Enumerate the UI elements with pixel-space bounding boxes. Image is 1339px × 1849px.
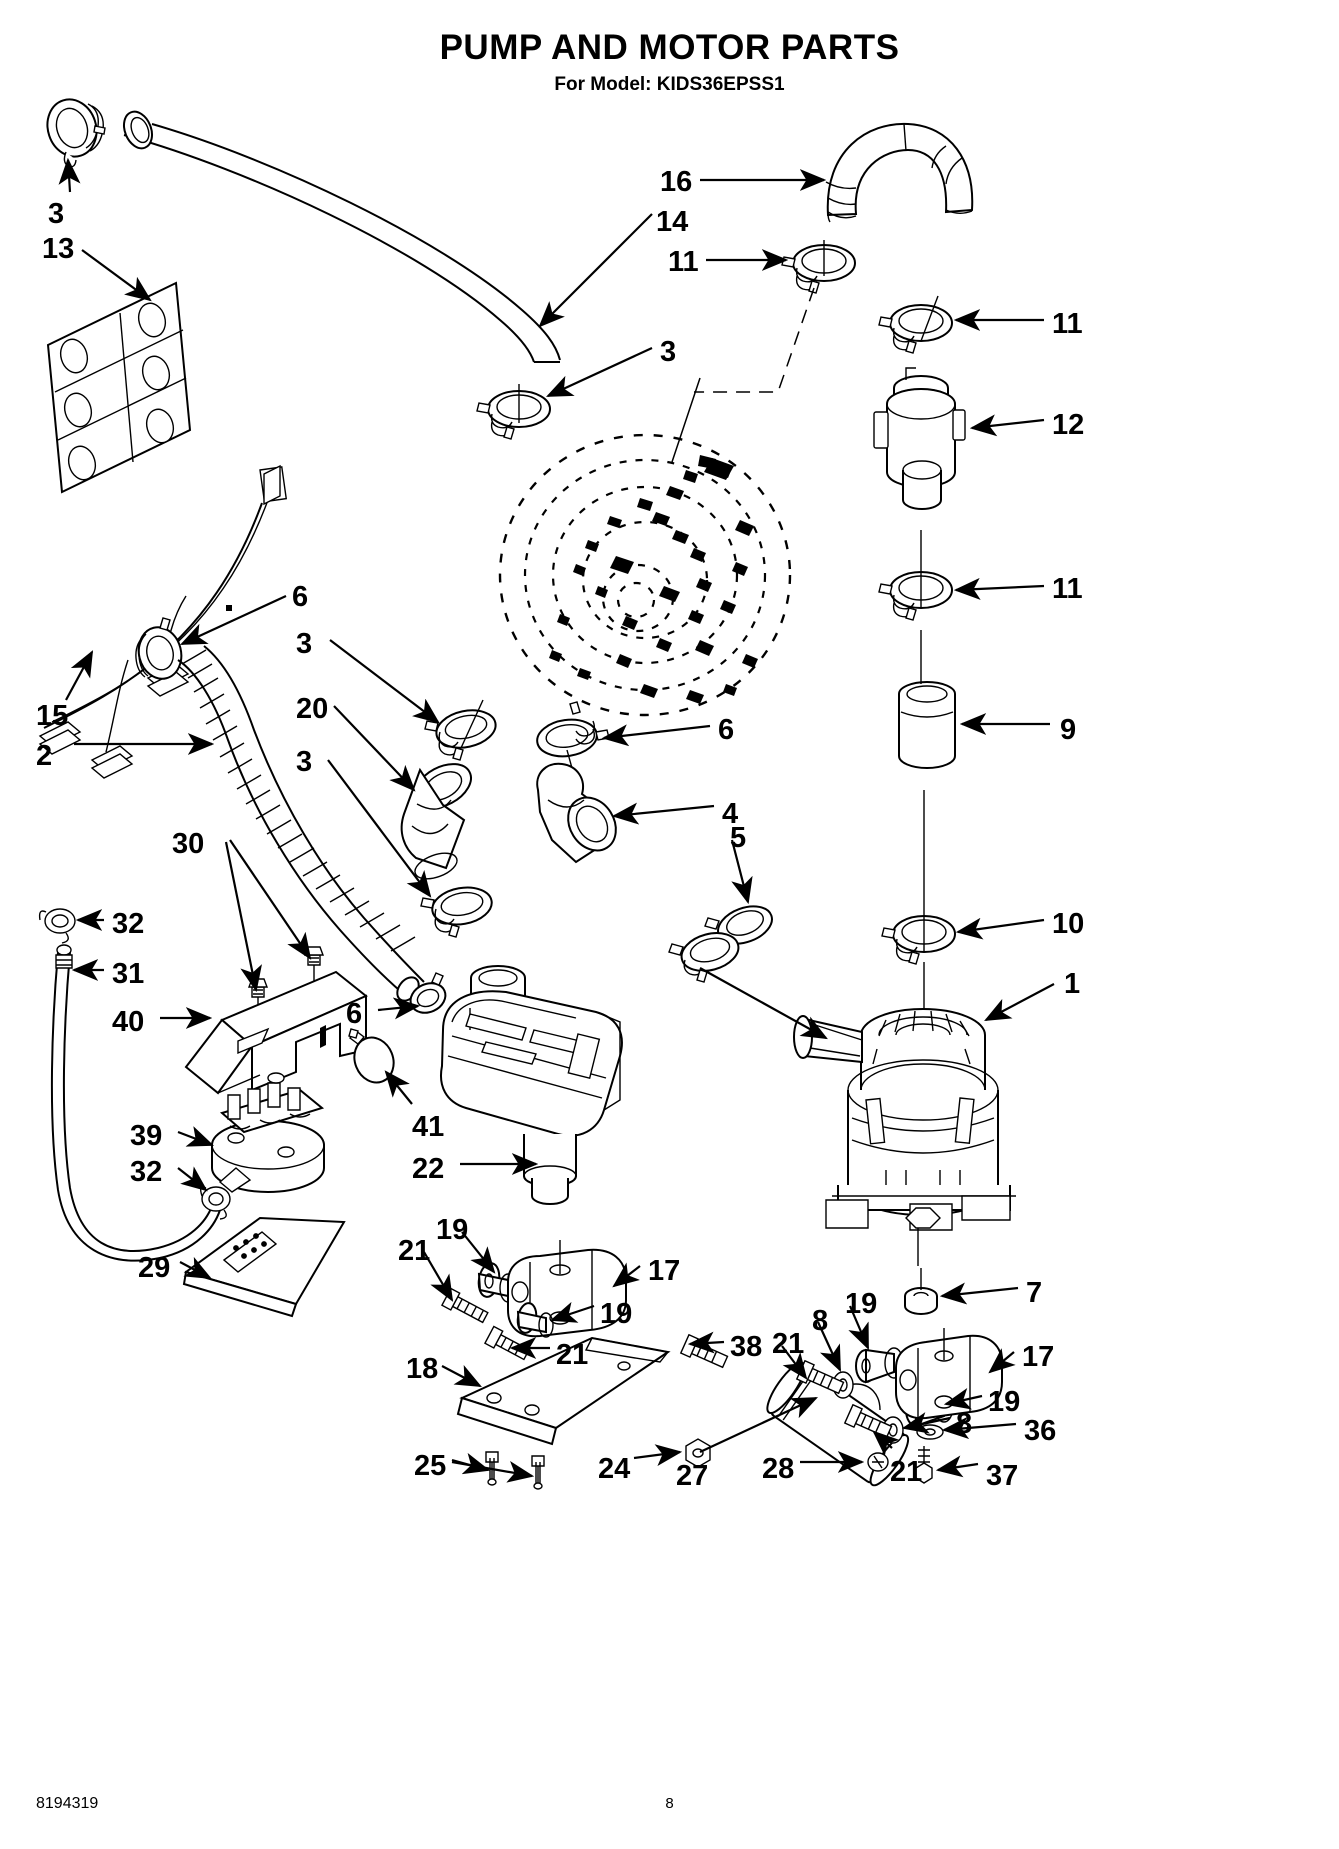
leader-lines xyxy=(58,157,1054,1483)
part-11-clamp-a xyxy=(782,240,855,293)
callout-number-37: 37 xyxy=(986,1460,1019,1492)
callout-number-31: 31 xyxy=(112,958,145,990)
footer-page-number: 8 xyxy=(665,1795,674,1812)
callout-number-3: 3 xyxy=(296,746,313,778)
callout-number-6: 6 xyxy=(346,998,363,1030)
callout-number-6: 6 xyxy=(718,714,735,746)
part-20-elbow-tube xyxy=(402,755,479,884)
part-18-support-bracket xyxy=(458,1338,668,1444)
part-31-fill-tube xyxy=(52,945,220,1261)
callout-number-28: 28 xyxy=(762,1453,795,1485)
phantom-tub-sump-assembly xyxy=(500,435,790,715)
part-40-bracket xyxy=(186,972,366,1093)
part-3-clamp-center xyxy=(477,384,550,439)
model-subtitle: For Model: KIDS36EPSS1 xyxy=(554,74,785,95)
part-14-drain-hose xyxy=(119,108,560,362)
part-22-drain-pump xyxy=(441,966,622,1204)
part-17-mount-bracket-b xyxy=(896,1328,1002,1418)
part-24-nut xyxy=(686,1439,710,1467)
callout-number-3: 3 xyxy=(296,628,313,660)
callout-number-14: 14 xyxy=(656,206,689,238)
part-38-screw xyxy=(681,1335,729,1371)
callout-number-11: 11 xyxy=(1052,308,1083,340)
callout-number-12: 12 xyxy=(1052,409,1085,441)
part-6-clamp-left xyxy=(133,618,186,683)
callout-number-16: 16 xyxy=(660,166,693,198)
part-10-clamp xyxy=(882,790,955,1010)
callout-number-8: 8 xyxy=(812,1305,829,1337)
part-11-clamp-c xyxy=(879,530,952,620)
callout-number-39: 39 xyxy=(130,1120,163,1152)
callout-number-2: 2 xyxy=(36,740,53,772)
part-32-spring-clamp-upper xyxy=(40,909,75,943)
callout-number-38: 38 xyxy=(730,1331,763,1363)
callout-number-40: 40 xyxy=(112,1006,145,1038)
part-6-clamp-right xyxy=(669,927,743,982)
callout-number-29: 29 xyxy=(138,1252,171,1284)
callout-number-27: 27 xyxy=(676,1460,709,1492)
callout-number-15: 15 xyxy=(36,700,69,732)
part-6-clamp-center xyxy=(535,702,609,790)
part-16-hose-elbow xyxy=(826,124,972,222)
callout-number-18: 18 xyxy=(406,1353,439,1385)
callout-number-21: 21 xyxy=(772,1328,805,1360)
callout-number-8: 8 xyxy=(956,1408,973,1440)
callout-number-4: 4 xyxy=(722,798,739,830)
callout-number-21: 21 xyxy=(556,1339,589,1371)
part-11-clamp-b xyxy=(879,296,952,353)
callout-number-21: 21 xyxy=(398,1235,431,1267)
callout-number-9: 9 xyxy=(1060,714,1077,746)
callout-number-10: 10 xyxy=(1052,908,1085,940)
callout-number-1: 1 xyxy=(1064,968,1081,1000)
part-12-vent-valve xyxy=(874,368,965,509)
callout-number-32: 32 xyxy=(130,1156,163,1188)
part-41-plug-cap xyxy=(348,1029,400,1088)
callout-number-5: 5 xyxy=(730,822,747,854)
part-19-grommet-c xyxy=(856,1348,903,1382)
callout-number-19: 19 xyxy=(988,1386,1021,1418)
part-7-grommet xyxy=(905,1268,937,1314)
callout-number-11: 11 xyxy=(1052,573,1083,605)
callout-number-13: 13 xyxy=(42,233,75,265)
callout-number-7: 7 xyxy=(1026,1277,1043,1309)
part-39-pressure-switch xyxy=(212,1073,324,1192)
callout-number-20: 20 xyxy=(296,693,329,725)
part-3-clamp-elbow-upper xyxy=(425,700,499,760)
callout-number-19: 19 xyxy=(845,1288,878,1320)
part-3-clamp-elbow-lower xyxy=(421,883,495,937)
part-29-base-shield xyxy=(184,1218,344,1316)
callout-number-30: 30 xyxy=(172,828,205,860)
callout-number-36: 36 xyxy=(1024,1415,1057,1447)
callout-number-32: 32 xyxy=(112,908,145,940)
part-19-grommet-b xyxy=(516,1302,553,1337)
callout-number-22: 22 xyxy=(412,1153,445,1185)
part-3-clamp-topleft xyxy=(40,93,105,167)
part-1-pump-motor-assembly xyxy=(794,1009,1016,1266)
part-13-insulation-panel xyxy=(48,283,190,492)
part-37-nut xyxy=(916,1446,932,1483)
callout-number-21: 21 xyxy=(890,1456,923,1488)
part-32-spring-clamp-lower xyxy=(201,1187,230,1219)
part-36-washer xyxy=(917,1425,943,1439)
callout-number-25: 25 xyxy=(414,1450,447,1482)
callout-number-17: 17 xyxy=(648,1255,681,1287)
callout-number-3: 3 xyxy=(660,336,677,368)
part-2-corrugated-hose xyxy=(178,646,424,1005)
callout-number-24: 24 xyxy=(598,1453,631,1485)
callout-number-17: 17 xyxy=(1022,1341,1055,1373)
part-4-nozzle-elbow xyxy=(537,764,625,862)
footer-part-number: 8194319 xyxy=(36,1795,99,1812)
callout-number-6: 6 xyxy=(292,581,309,613)
callout-number-3: 3 xyxy=(48,198,65,230)
page-title: PUMP AND MOTOR PARTS xyxy=(439,28,900,67)
callout-number-19: 19 xyxy=(436,1214,469,1246)
callout-number-41: 41 xyxy=(412,1111,445,1143)
callout-number-11: 11 xyxy=(668,246,699,278)
callout-number-19: 19 xyxy=(600,1298,633,1330)
part-9-coupler-sleeve xyxy=(899,630,955,768)
